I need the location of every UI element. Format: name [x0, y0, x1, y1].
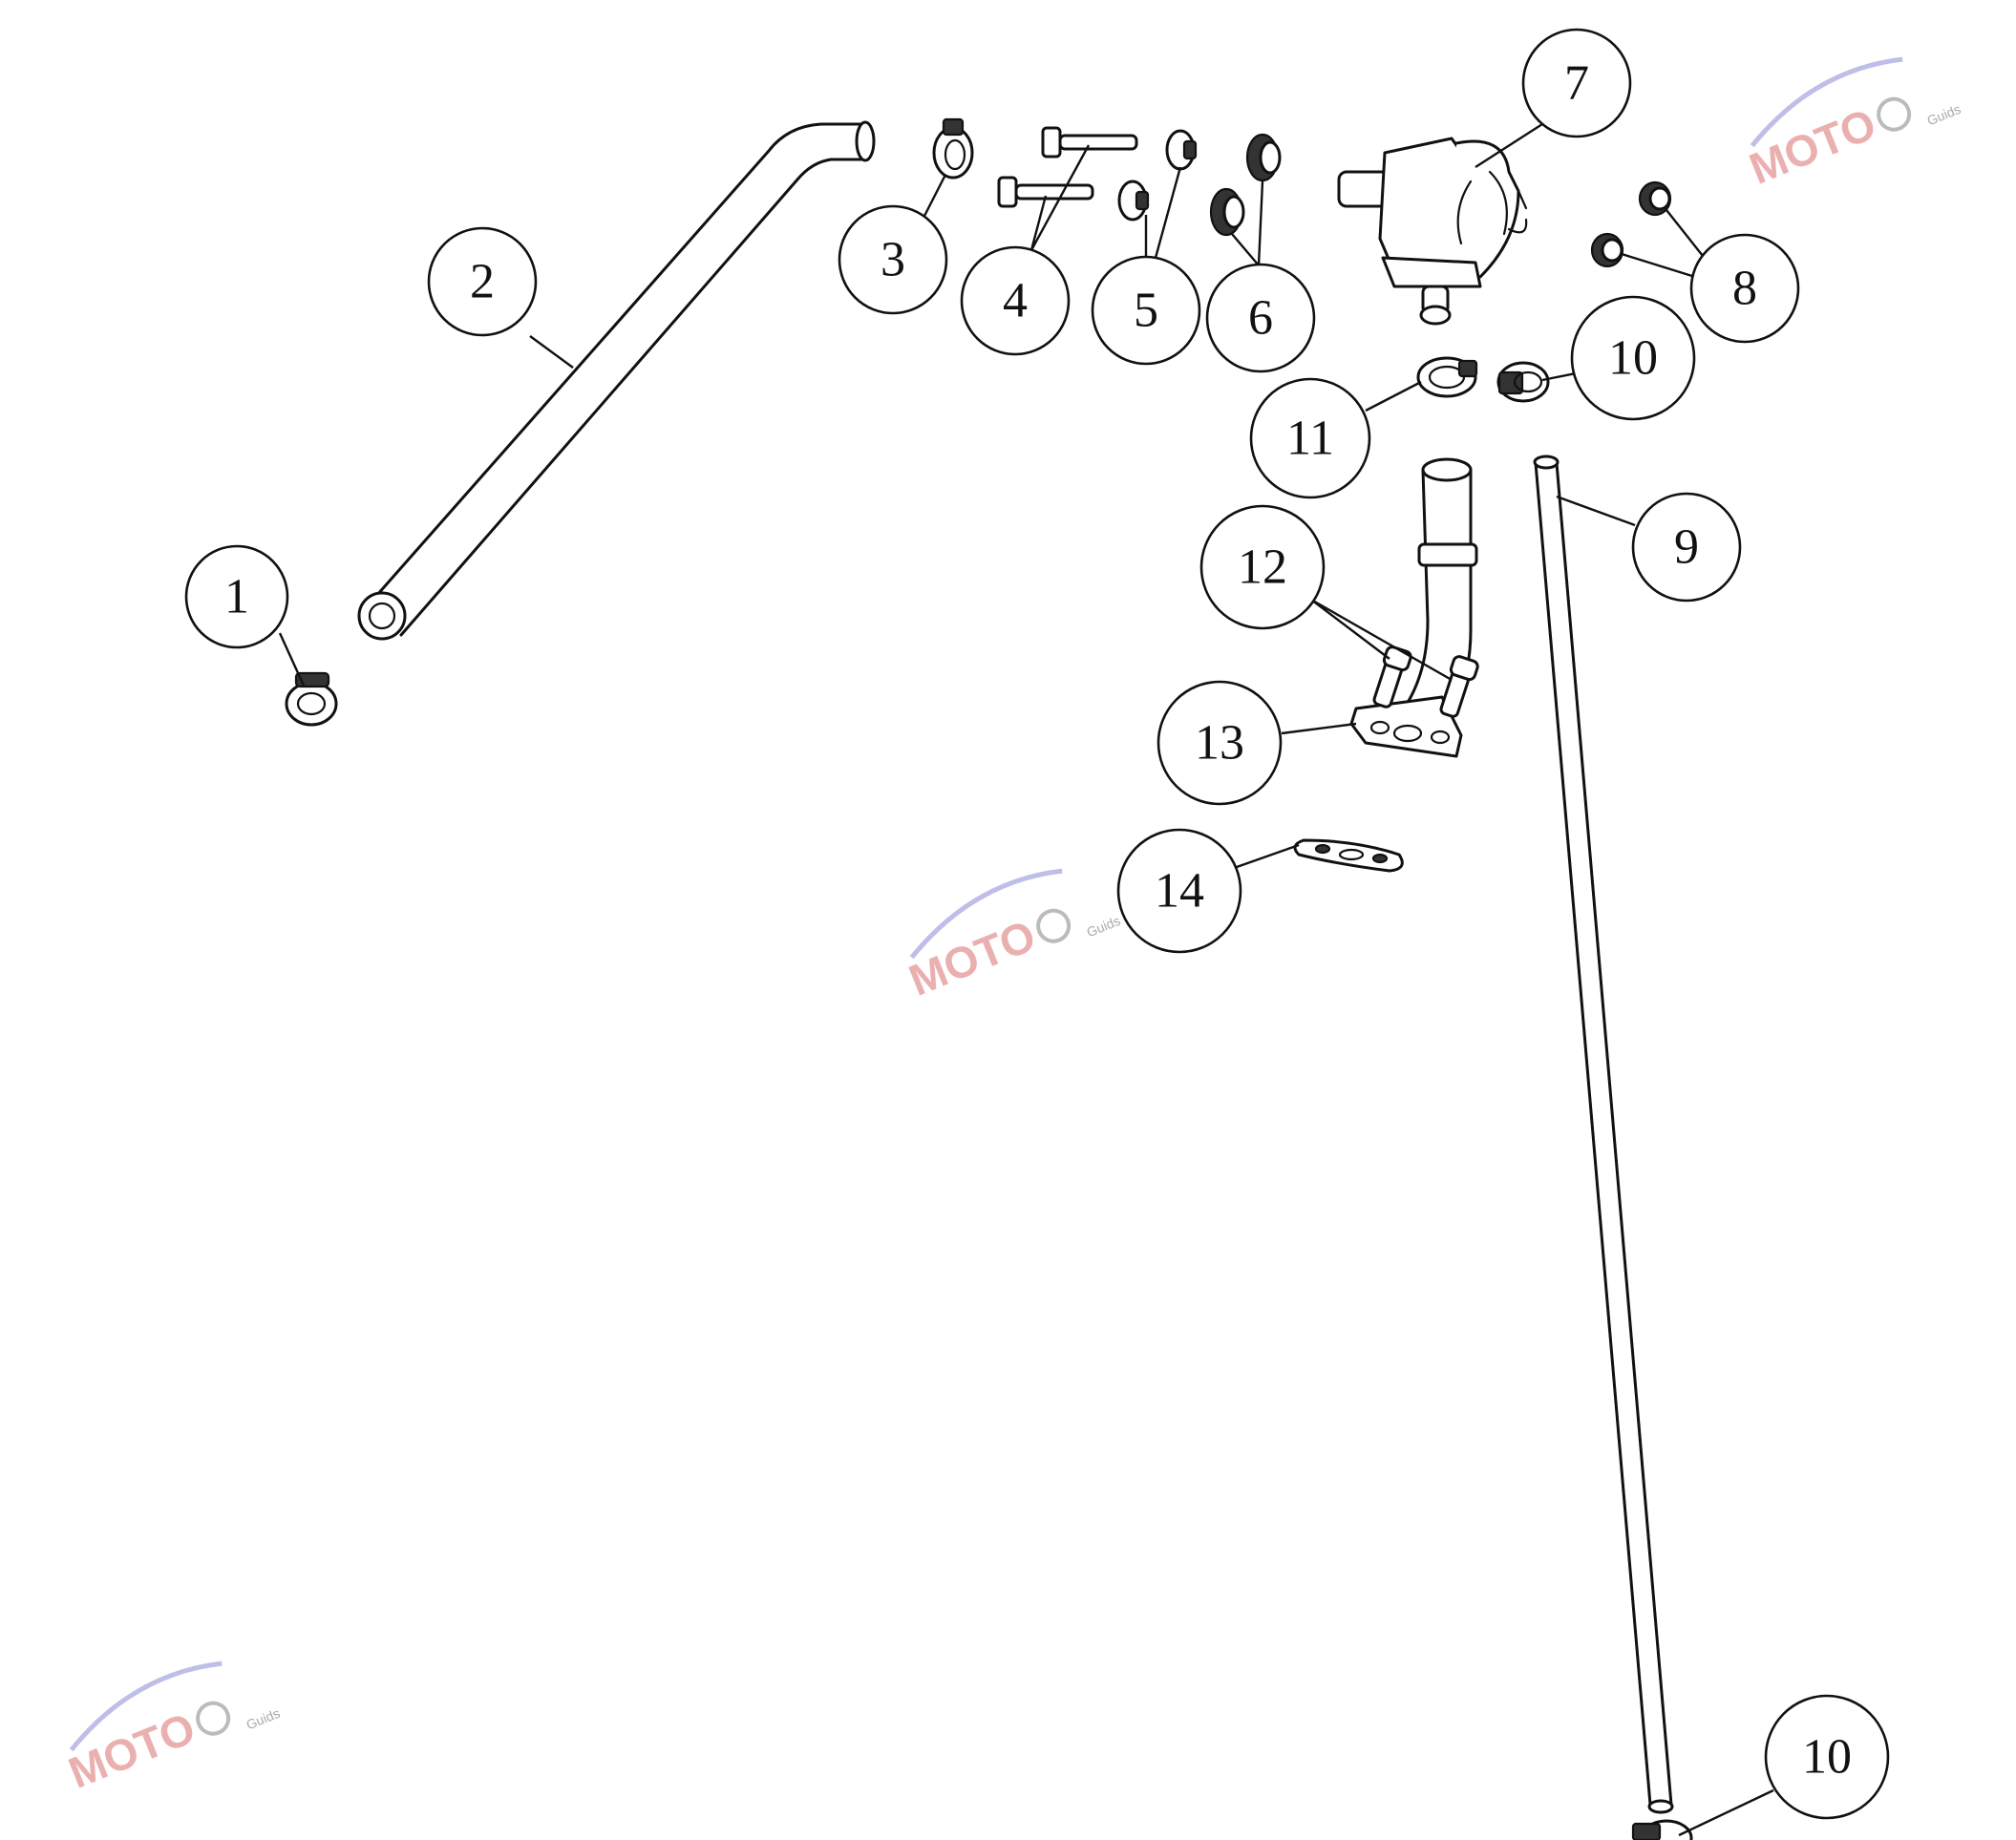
- watermark-sub: Guids: [244, 1705, 282, 1733]
- watermark-bottom-left: MOTO Guids: [62, 1660, 282, 1798]
- watermark-sub: Guids: [1924, 101, 1963, 129]
- part-9-tube: [1533, 455, 1674, 1814]
- callout-label: 2: [470, 255, 495, 309]
- watermark-brand: MOTO: [902, 910, 1043, 1005]
- part-3-clamp: [932, 117, 974, 180]
- callout-14: 14: [1116, 828, 1242, 954]
- callout-label: 11: [1286, 412, 1334, 466]
- callout-label: 1: [224, 570, 249, 624]
- callout-3: 3: [838, 204, 948, 315]
- watermark-sub: Guids: [1084, 913, 1122, 941]
- callout-label: 13: [1195, 716, 1244, 771]
- watermark-brand: MOTO: [1743, 98, 1883, 194]
- part-1-hose-clamp: [285, 671, 338, 727]
- callout-label: 14: [1155, 864, 1204, 919]
- callout-8: 8: [1689, 233, 1800, 344]
- part-10-clamp-bottom: [1631, 1819, 1693, 1840]
- callout-label: 7: [1564, 56, 1589, 111]
- callout-5: 5: [1091, 255, 1201, 366]
- part-6-spacers: [1209, 133, 1282, 237]
- callout-2: 2: [427, 226, 538, 337]
- callout-label: 10: [1802, 1730, 1852, 1785]
- callout-label: 9: [1674, 520, 1699, 575]
- callout-label: 8: [1732, 262, 1757, 316]
- part-14-gasket: [1293, 838, 1404, 873]
- callout-4: 4: [960, 245, 1071, 356]
- callout-11: 11: [1249, 377, 1371, 499]
- callout-label: 4: [1003, 274, 1028, 328]
- callout-label: 10: [1608, 331, 1658, 386]
- callout-12: 12: [1199, 504, 1326, 630]
- callout-label: 3: [881, 233, 905, 287]
- callout-10-bottom: 10: [1764, 1694, 1890, 1820]
- part-10-clamp-top: [1496, 361, 1550, 403]
- callout-13: 13: [1157, 680, 1283, 806]
- part-8-caps: [1590, 180, 1672, 268]
- callout-7: 7: [1521, 28, 1632, 138]
- part-7-valve: [1337, 137, 1528, 326]
- callout-1: 1: [184, 544, 289, 649]
- leader-lines: [278, 122, 1774, 1837]
- part-4-bolts: [997, 126, 1138, 208]
- callout-label: 5: [1134, 284, 1158, 338]
- callout-9: 9: [1631, 492, 1742, 603]
- callout-10-top: 10: [1570, 295, 1696, 421]
- watermark-top-right: MOTO Guids: [1743, 56, 1963, 194]
- callout-label: 12: [1238, 540, 1287, 595]
- callout-6: 6: [1205, 263, 1316, 373]
- part-11-clamp: [1416, 356, 1478, 398]
- part-2-hose: [357, 120, 876, 641]
- part-13-elbow-fitting: [1349, 457, 1478, 758]
- callout-label: 6: [1248, 291, 1273, 346]
- watermark-center: MOTO Guids: [902, 868, 1122, 1005]
- watermark-brand: MOTO: [62, 1703, 202, 1798]
